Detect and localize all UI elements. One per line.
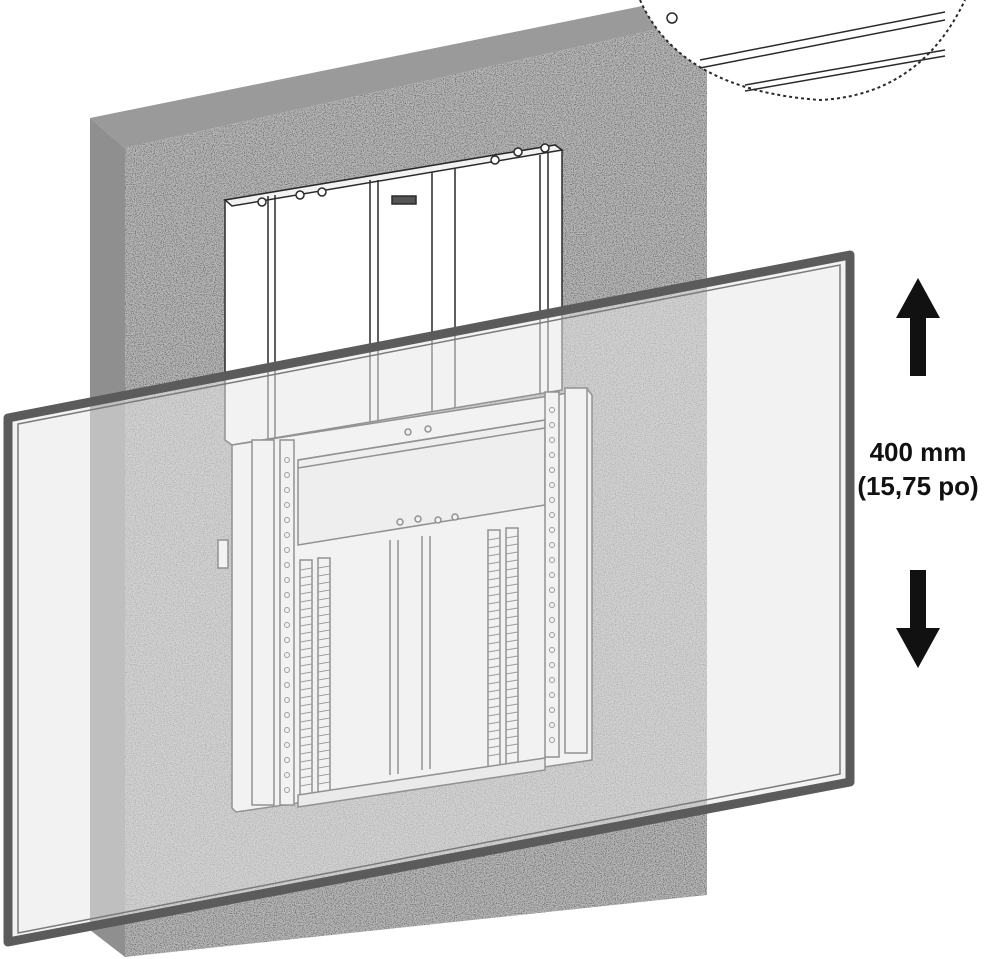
arrow-up-icon: [896, 278, 940, 376]
travel-distance-metric: 400 mm: [869, 437, 967, 467]
wall-top-face: [90, 0, 707, 148]
tv-screen-inner-edge: [17, 264, 841, 934]
detail-callout: [639, 0, 966, 102]
tv-screen-frame: [3, 250, 855, 947]
arrow-down-icon: [896, 570, 940, 668]
travel-distance-imperial: (15,75 po): [857, 471, 979, 501]
detail-hole: [666, 12, 678, 24]
